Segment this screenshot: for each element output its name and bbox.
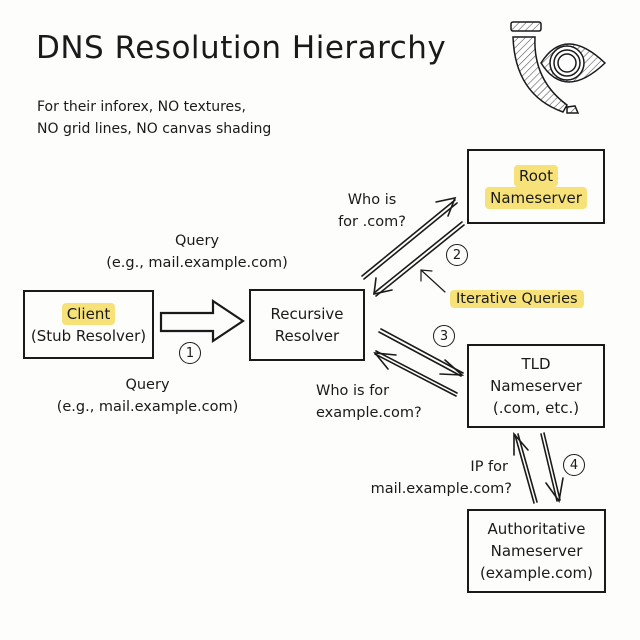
query-label-top: Query (e.g., mail.example.com) — [92, 230, 302, 274]
auth-question-line-1: IP for — [470, 459, 508, 475]
recursive-to-tld-arrow — [378, 328, 465, 377]
query-top-line-1: Query — [174, 233, 220, 249]
auth-line-3: (example.com) — [479, 564, 594, 582]
client-title: Client — [61, 302, 116, 325]
recursive-resolver-node: Recursive Resolver — [249, 289, 365, 361]
page-title: DNS Resolution Hierarchy — [36, 30, 447, 66]
tld-to-auth-arrow — [540, 432, 564, 504]
root-to-recursive-arrow — [373, 221, 465, 297]
root-line-2: Nameserver — [485, 186, 587, 209]
subtitle-line-2: NO grid lines, NO canvas shading — [37, 121, 272, 137]
client-subtitle: (Stub Resolver) — [30, 326, 147, 345]
authoritative-nameserver-node: Authoritative Nameserver (example.com) — [467, 509, 606, 593]
iterative-queries-label: Iterative Queries — [450, 288, 584, 310]
auth-line-1: Authoritative — [487, 520, 586, 538]
auth-line-2: Nameserver — [490, 542, 583, 560]
iterative-pointer-arrow — [420, 269, 446, 293]
tld-question-label: Who is for example.com? — [316, 380, 436, 424]
query-bottom-line-1: Query — [125, 377, 170, 393]
tld-question-line-2: example.com? — [316, 405, 422, 421]
client-to-recursive-arrow — [159, 298, 245, 344]
tld-line-2: Nameserver — [490, 377, 582, 395]
recursive-to-root-arrow — [361, 196, 458, 280]
tld-nameserver-node: TLD Nameserver (.com, etc.) — [467, 344, 605, 428]
root-line-1: Root — [514, 164, 558, 187]
post-horn-eye-icon — [510, 21, 607, 114]
query-label-bottom: Query (e.g., mail.example.com) — [40, 374, 255, 418]
step-2-badge: 2 — [446, 244, 468, 266]
auth-to-tld-arrow — [513, 431, 538, 504]
step-1-badge: 1 — [179, 342, 201, 364]
recursive-line-1: Recursive — [270, 305, 344, 323]
auth-question-line-2: mail.example.com? — [370, 481, 512, 497]
tld-line-1: TLD — [521, 355, 551, 373]
subtitle-line-1: For their inforex, NO textures, — [37, 99, 246, 115]
query-bottom-line-2: (e.g., mail.example.com) — [56, 399, 239, 415]
recursive-line-2: Resolver — [274, 327, 340, 345]
query-top-line-2: (e.g., mail.example.com) — [106, 255, 288, 271]
iterative-queries-text: Iterative Queries — [450, 290, 584, 308]
tld-line-3: (.com, etc.) — [492, 399, 580, 417]
subtitle: For their inforex, NO textures, NO grid … — [37, 96, 271, 140]
client-node: Client (Stub Resolver) — [23, 290, 154, 359]
root-nameserver-node: Root Nameserver — [467, 149, 605, 224]
step-3-badge: 3 — [433, 325, 455, 347]
tld-to-recursive-arrow — [373, 350, 458, 397]
tld-question-line-1: Who is for — [316, 383, 390, 399]
step-4-badge: 4 — [563, 454, 585, 476]
root-question-line-2: for .com? — [338, 214, 406, 230]
auth-question-label: IP for mail.example.com? — [350, 456, 512, 500]
root-question-line-1: Who is — [347, 192, 397, 208]
root-question-label: Who is for .com? — [322, 189, 422, 233]
